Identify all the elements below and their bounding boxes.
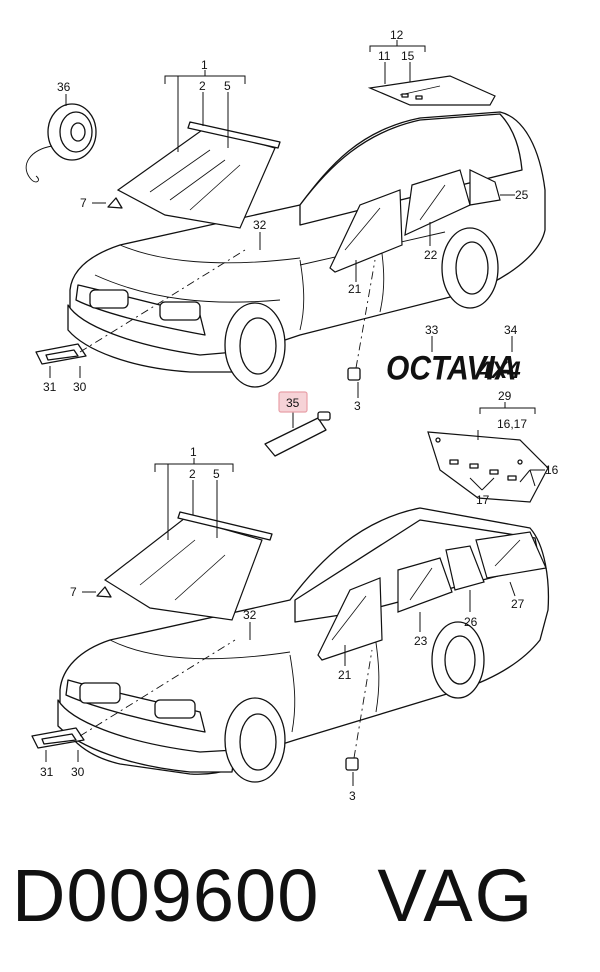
callout-16-17: 16,17 — [497, 417, 527, 431]
mounting-pads-bottom — [31, 639, 236, 749]
trim-panel-29 — [427, 431, 549, 503]
callout-31-top: 31 — [43, 380, 57, 394]
parts-diagram: OCTAVIA 4X4 — [25, 28, 559, 803]
callout-2-bottom: 2 — [189, 467, 196, 481]
sedan-door-glass-21 — [329, 189, 403, 273]
callout-27: 27 — [511, 597, 525, 611]
estate-rear-glass-27 — [475, 531, 547, 579]
callout-32-bottom: 32 — [243, 608, 257, 622]
callout-26: 26 — [464, 615, 478, 629]
sedan-illustration — [67, 111, 546, 388]
estate-illustration — [57, 507, 550, 783]
callout-22: 22 — [424, 248, 438, 262]
part-code: D009600 — [12, 854, 320, 937]
callout-21-top: 21 — [348, 282, 362, 296]
plug-3-bottom — [345, 757, 359, 771]
footer: D009600 VAG — [12, 846, 592, 946]
callout-7-top: 7 — [80, 196, 87, 210]
callout-15: 15 — [401, 49, 415, 63]
callout-29: 29 — [498, 389, 512, 403]
callout-3-bottom: 3 — [349, 789, 356, 803]
clip-7-bottom — [96, 586, 112, 598]
callout-31-bottom: 31 — [40, 765, 54, 779]
callout-32-top: 32 — [253, 218, 267, 232]
rear-windscreen-part — [367, 75, 496, 106]
callout-5-top: 5 — [224, 79, 231, 93]
callout-7-bottom: 7 — [70, 585, 77, 599]
plug-3-top — [347, 367, 361, 381]
callout-35: 35 — [286, 396, 300, 410]
callout-36: 36 — [57, 80, 71, 94]
callout-11: 11 — [378, 49, 391, 63]
callout-1-bottom: 1 — [190, 445, 197, 459]
brand-name: VAG — [377, 854, 535, 937]
callout-25: 25 — [515, 188, 529, 202]
callout-16: 16 — [545, 463, 559, 477]
leader-lines — [45, 40, 545, 786]
estate-windshield — [103, 517, 263, 621]
octavia-badge: OCTAVIA — [386, 349, 516, 387]
callout-23: 23 — [414, 634, 428, 648]
callout-labels: 1 2 5 36 7 32 12 11 15 25 22 21 33 34 31… — [40, 28, 559, 803]
sedan-rear-glass-25 — [469, 169, 501, 206]
callout-12: 12 — [390, 28, 404, 42]
callout-21-bottom: 21 — [338, 668, 352, 682]
four-by-four-badge: 4X4 — [477, 357, 521, 384]
clip-7-top — [107, 197, 123, 209]
callout-30-top: 30 — [73, 380, 87, 394]
callout-17: 17 — [476, 493, 490, 507]
callout-34: 34 — [504, 323, 518, 337]
callout-2-top: 2 — [199, 79, 206, 93]
callout-33: 33 — [425, 323, 439, 337]
estate-door-glass-21 — [317, 577, 383, 661]
callout-5-bottom: 5 — [213, 467, 220, 481]
callout-35-highlight — [278, 391, 308, 413]
sedan-windshield — [116, 127, 276, 229]
mounting-pads-top — [35, 249, 246, 365]
callout-1-top: 1 — [201, 58, 208, 72]
adhesive-tape-roll — [25, 103, 97, 183]
estate-quarter-glass-26 — [445, 545, 485, 591]
callout-30-bottom: 30 — [71, 765, 85, 779]
sealant-tube-35 — [264, 411, 331, 457]
callout-3-top: 3 — [354, 399, 361, 413]
